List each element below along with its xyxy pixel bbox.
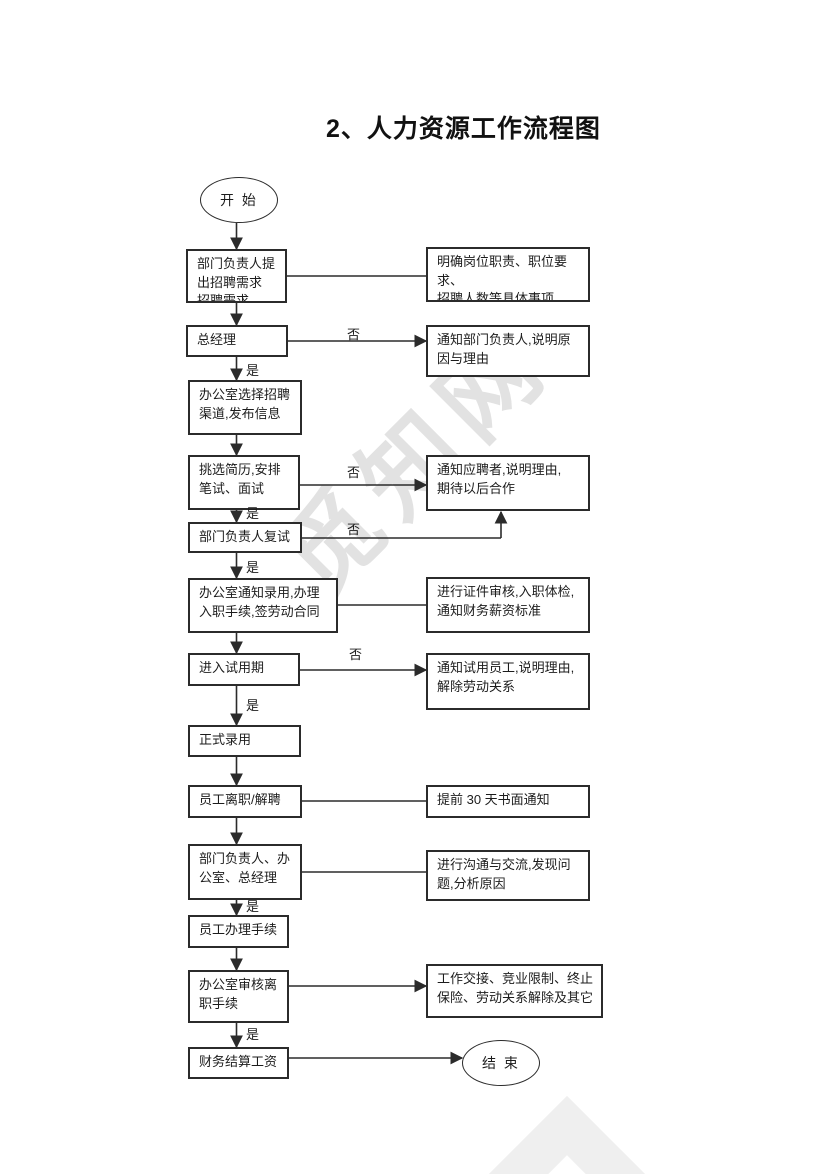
edge-label-no: 否 xyxy=(347,465,361,480)
note-communication-analysis: 进行沟通与交流,发现问 题,分析原因 xyxy=(426,850,590,901)
edge-label-no: 否 xyxy=(347,522,361,537)
edge-label-yes: 是 xyxy=(246,506,260,521)
end-terminal: 结 束 xyxy=(462,1040,540,1086)
flow-step-screen-resumes: 挑选简历,安排 笔试、面试 xyxy=(188,455,300,510)
edge-label-yes: 是 xyxy=(246,899,260,914)
flow-step-recruitment-request: 部门负责人提出招聘需求 招聘需求 xyxy=(186,249,287,303)
flow-step-general-manager: 总经理 xyxy=(186,325,288,357)
flow-step-notify-hire: 办公室通知录用,办理 入职手续,签劳动合同 xyxy=(188,578,338,633)
flow-step-resignation-dismissal: 员工离职/解聘 xyxy=(188,785,302,818)
edge-label-no: 否 xyxy=(347,327,361,342)
flow-step-probation: 进入试用期 xyxy=(188,653,300,686)
note-job-requirements: 明确岗位职责、职位要求、 招聘人数等具体事项 人数等具体事项 xyxy=(426,247,590,302)
start-terminal: 开 始 xyxy=(200,177,278,223)
flow-step-employee-procedures: 员工办理手续 xyxy=(188,915,289,948)
edge-label-yes: 是 xyxy=(246,363,260,378)
flow-step-select-channels: 办公室选择招聘 渠道,发布信息 xyxy=(188,380,302,435)
flow-step-formal-hire: 正式录用 xyxy=(188,725,301,757)
flow-step-finance-settle-salary: 财务结算工资 xyxy=(188,1047,289,1079)
note-30-day-notice: 提前 30 天书面通知 xyxy=(426,785,590,818)
flow-step-dept-head-reinterview: 部门负责人复试 xyxy=(188,522,302,553)
note-notify-candidates-rejection: 通知应聘者,说明理由, 期待以后合作 xyxy=(426,455,590,511)
note-handover-items: 工作交接、竞业限制、终止 保险、劳动关系解除及其它 xyxy=(426,964,603,1018)
note-credential-check: 进行证件审核,入职体检, 通知财务薪资标准 xyxy=(426,577,590,633)
edge-label-yes: 是 xyxy=(246,1027,260,1042)
edge-label-no: 否 xyxy=(349,647,363,662)
page-title: 2、人力资源工作流程图 xyxy=(326,115,601,143)
flow-step-review-meeting: 部门负责人、办 公室、总经理 xyxy=(188,844,302,900)
edge-label-yes: 是 xyxy=(246,698,260,713)
flow-step-office-review-resignation: 办公室审核离 职手续 xyxy=(188,970,289,1023)
note-notify-dept-head-rejection: 通知部门负责人,说明原 因与理由 xyxy=(426,325,590,377)
note-probation-termination: 通知试用员工,说明理由, 解除劳动关系 xyxy=(426,653,590,710)
edge-label-yes: 是 xyxy=(246,560,260,575)
